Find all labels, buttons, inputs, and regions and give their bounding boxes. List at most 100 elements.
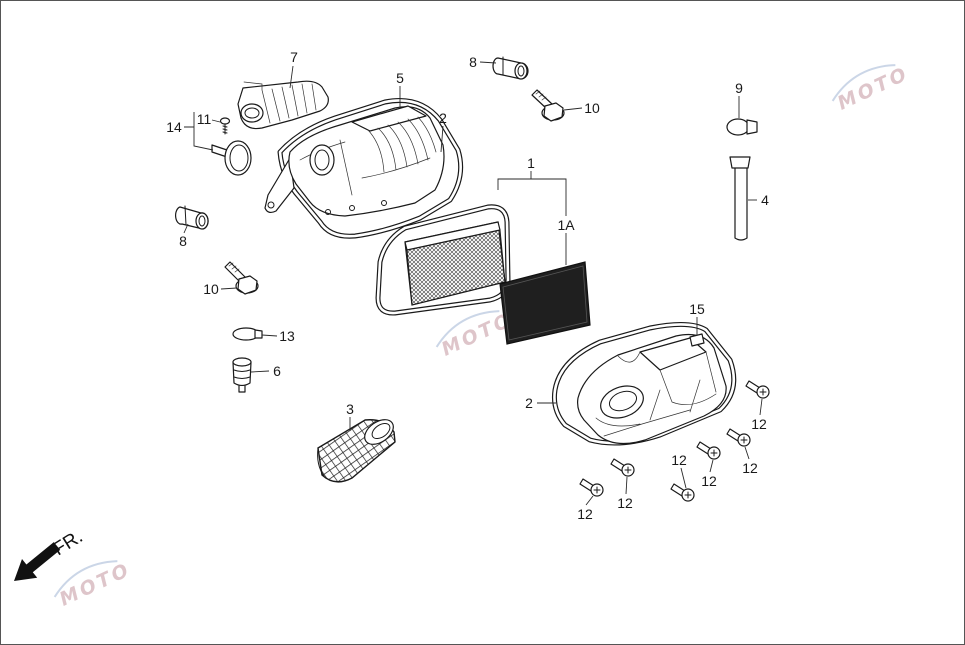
callout-number: 2 [439, 110, 447, 126]
callout-number: 12 [701, 473, 717, 489]
part-lower-case [577, 333, 727, 445]
small-screw-shaft [222, 122, 228, 135]
leader-line [625, 476, 628, 495]
callout: 13 [261, 328, 295, 344]
upper-gasket-inner [278, 99, 462, 238]
part-filter-panel [499, 261, 591, 345]
watermark-logo: MOTO [53, 559, 134, 611]
screw-cross [593, 486, 601, 494]
upper-cover-bracket-hole [267, 201, 275, 209]
part-flange-bolt [531, 89, 565, 122]
part-lower-gasket [552, 322, 737, 446]
leader-line [709, 459, 714, 473]
callout: 12 [671, 452, 687, 489]
filter-panel-body [499, 261, 591, 345]
callout: 6 [250, 363, 281, 379]
callout: 12 [742, 446, 758, 476]
retaining-ring-clip [254, 329, 263, 339]
callout: 3 [346, 401, 354, 431]
callout-number: 9 [735, 80, 743, 96]
watermark-text: MOTO [834, 63, 912, 115]
watermark-swoosh [53, 560, 118, 598]
lower-case-ribs [595, 351, 717, 437]
upper-cover-body [288, 106, 445, 217]
front-direction-label: FR. [50, 526, 87, 560]
screw-cross [684, 491, 692, 499]
callout: 14 [166, 112, 214, 151]
callout-number: 12 [577, 506, 593, 522]
part-upper-gasket [277, 97, 464, 239]
callout-number: 4 [761, 192, 769, 208]
screw-cross [759, 388, 767, 396]
callout-number: 12 [671, 452, 687, 468]
upper-cover-outlet [314, 149, 330, 171]
upper-cover-outlet-rim [309, 144, 335, 176]
callout-number: 12 [742, 460, 758, 476]
drain-plug-ridges [233, 369, 251, 379]
screw-cross [710, 449, 718, 457]
leader-line [585, 495, 594, 506]
callout-number: 10 [203, 281, 219, 297]
tube-fitting-flange [184, 205, 187, 226]
drain-plug-body [232, 361, 252, 387]
watermark-logo: MOTO [831, 63, 912, 115]
lower-gasket-inner [553, 323, 736, 445]
callout-number: 15 [689, 301, 705, 317]
drain-plug-top [232, 357, 252, 367]
screw-cross [624, 466, 632, 474]
callout-number: 1 [527, 155, 535, 171]
tube-fitting-bore [517, 65, 525, 77]
drain-tube-body [734, 166, 748, 241]
callout-number: 2 [525, 395, 533, 411]
callout: 11 [197, 111, 221, 127]
drain-plug-nipple [238, 385, 246, 393]
tube-fitting-bore [198, 215, 206, 227]
callout: 12 [701, 459, 717, 489]
callout: 7 [289, 49, 298, 89]
leader-line [220, 287, 238, 290]
front-direction-arrow-icon [14, 542, 61, 581]
callout: 12 [617, 476, 633, 511]
callout: 2 [525, 395, 556, 411]
part-hose-clamp [211, 140, 252, 176]
callout: 12 [577, 495, 594, 522]
part-screw [745, 380, 770, 399]
leader-line [261, 334, 278, 337]
callout-number: 13 [279, 328, 295, 344]
part-screw [696, 441, 721, 460]
part-retaining-ring [232, 327, 263, 341]
leader-line [250, 370, 270, 373]
callout-number: 7 [290, 49, 298, 65]
callout: 8 [469, 54, 497, 70]
rubber-boot-end [317, 447, 325, 477]
hose-clip-tab [746, 119, 758, 135]
part-drain-tube [729, 156, 751, 241]
leader-line [289, 65, 294, 89]
callout: 8 [179, 223, 189, 249]
callout: 9 [735, 80, 743, 118]
upper-cover-bracket [264, 157, 295, 214]
filter-element-edge [406, 229, 506, 306]
part-screw [670, 483, 695, 502]
part-rubber-boot [317, 419, 396, 483]
callout-number: 8 [179, 233, 187, 249]
filter-gasket-inner [376, 205, 510, 315]
part-screw [726, 428, 751, 447]
upper-cover-lugs [325, 200, 387, 215]
filter-panel-edge [502, 265, 588, 341]
leader-line [440, 125, 444, 153]
leader-bracket [497, 171, 567, 216]
drain-tube-flange [729, 156, 751, 169]
callout: 1 [497, 155, 567, 216]
part-screw [610, 458, 635, 477]
callout: 5 [396, 70, 404, 108]
callout-number: 12 [617, 495, 633, 511]
part-intake-duct [237, 80, 329, 130]
front-direction-indicator: FR. [14, 526, 87, 581]
callout: 2 [439, 110, 447, 153]
callout-number: 10 [584, 100, 600, 116]
lower-case-tab [689, 333, 705, 347]
part-hose-clip [726, 118, 758, 136]
flange-bolt-head [543, 102, 564, 122]
